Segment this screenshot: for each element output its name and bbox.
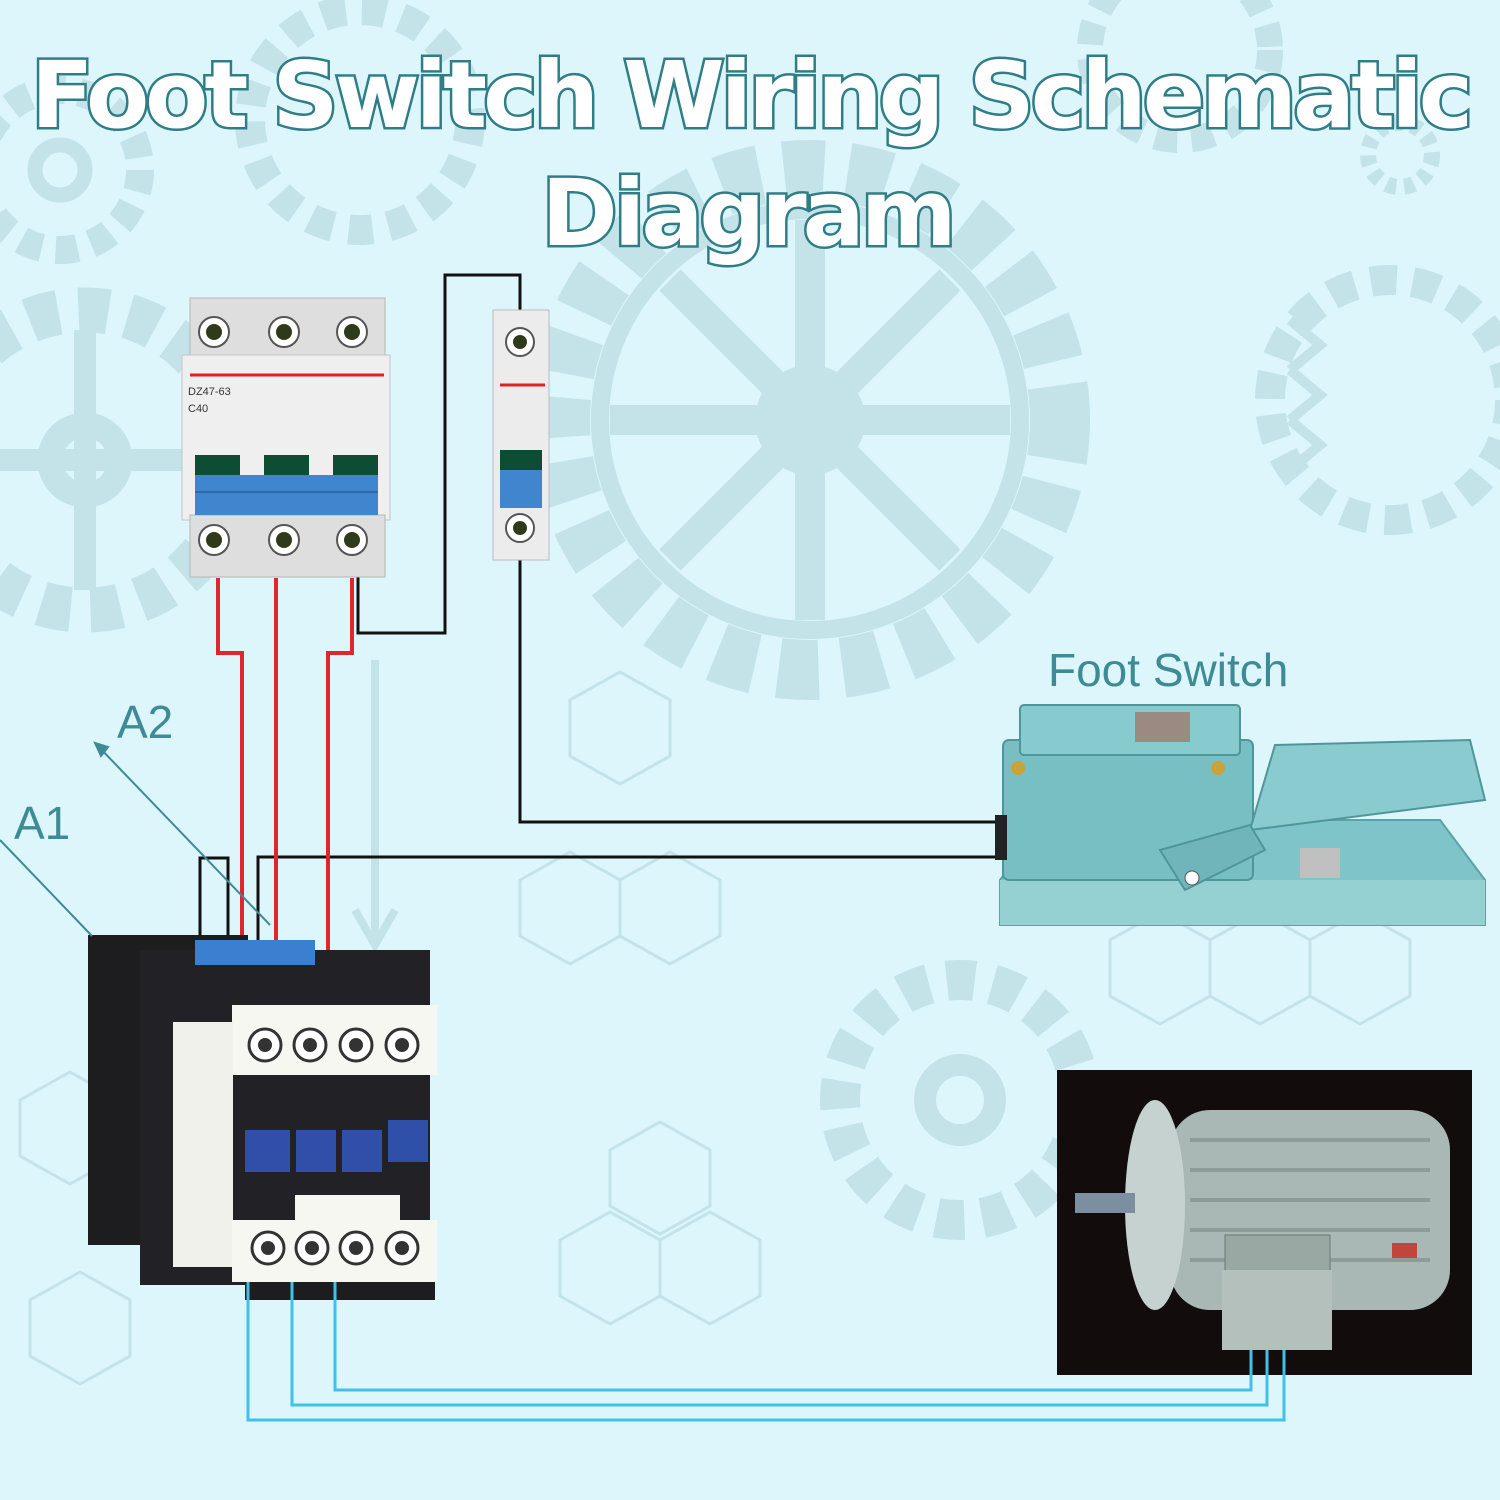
big-gear-icon: [530, 140, 1090, 700]
foot-switch-icon[interactable]: [995, 704, 1487, 926]
title-line-1: Foot Switch Wiring Schematic: [28, 42, 1475, 149]
contactor-icon[interactable]: [88, 935, 437, 1300]
a1-label: A1: [14, 797, 71, 849]
title-line-2: Diagram: [539, 160, 959, 267]
a2-label: A2: [117, 696, 174, 748]
svg-text:C40: C40: [188, 403, 208, 415]
phase-wiring: [216, 578, 354, 992]
three-pole-breaker-icon[interactable]: DZ47-63 C40: [181, 297, 391, 578]
foot-switch-label: Foot Switch: [1048, 644, 1289, 696]
tiny-gear-icon: [1360, 115, 1440, 195]
motor-wiring: [246, 1282, 1286, 1422]
svg-text:DZ47-63: DZ47-63: [188, 386, 231, 398]
label-leaders: [0, 741, 271, 937]
right-gear-icon: [1255, 265, 1500, 535]
small-gear-icon: [0, 76, 154, 264]
electric-motor-icon[interactable]: [1057, 1070, 1472, 1375]
control-wiring: [198, 273, 1002, 975]
single-pole-breaker-icon[interactable]: [492, 309, 550, 561]
